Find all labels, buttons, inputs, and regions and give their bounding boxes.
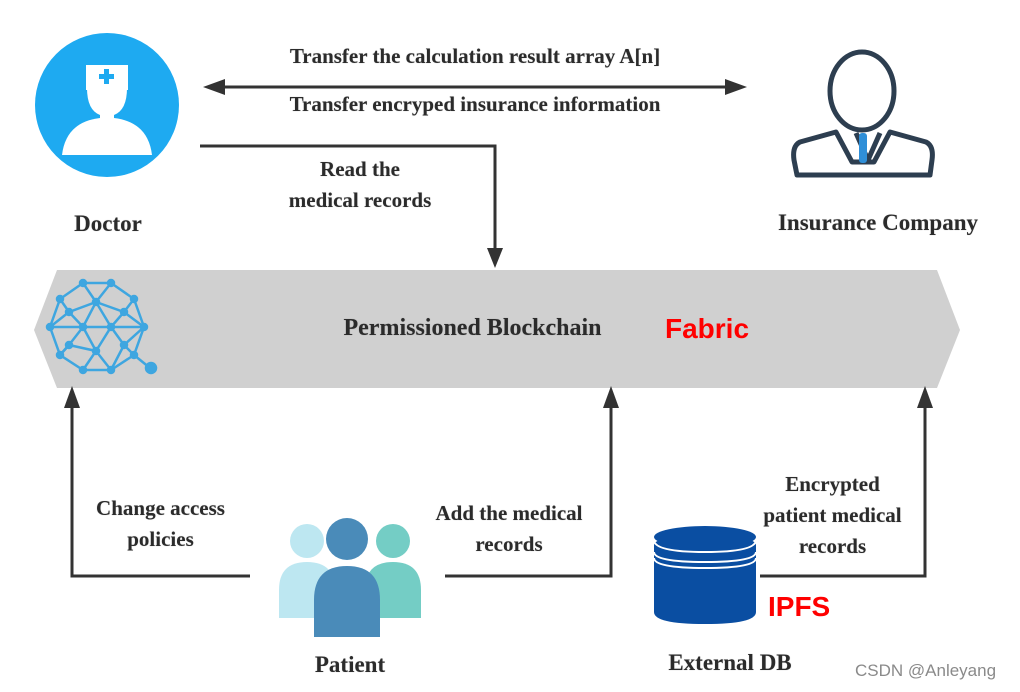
blockchain-network-icon [45,278,158,375]
encrypted-records-arrow [760,386,933,578]
transfer-insurance-label: Transfer encryped insurance information [289,92,661,116]
change-access-arrow [64,386,250,578]
doctor-icon [35,33,179,177]
insurance-company-label: Insurance Company [777,210,978,235]
change-access-label: Change access policies [78,493,243,555]
read-records-label: Read the medical records [260,154,460,216]
fabric-tag: Fabric [665,313,750,344]
businessman-icon [791,49,935,178]
watermark: CSDN @Anleyang [855,661,997,680]
encrypted-records-line-2: patient medical [763,503,902,527]
change-access-line-2: policies [127,527,194,551]
add-records-label: Add the medical records [413,498,605,560]
add-records-line-2: records [475,532,543,556]
encrypted-records-line-1: Encrypted [785,472,880,496]
encrypted-records-line-3: records [798,534,867,558]
ipfs-tag: IPFS [768,591,831,622]
read-records-arrow [200,144,503,268]
add-records-line-1: Add the medical [435,501,583,525]
read-records-line-1: Read the [320,157,400,181]
external-db-label: External DB [668,650,792,675]
change-access-line-1: Change access [96,496,225,520]
transfer-double-arrow [203,79,747,95]
read-records-line-2: medical records [288,188,432,212]
doctor-label: Doctor [74,211,142,236]
patient-label: Patient [314,652,386,677]
encrypted-records-label: Encrypted patient medical records [745,469,920,562]
transfer-result-label: Transfer the calculation result array A[… [289,44,661,68]
patient-group-icon [279,518,421,637]
blockchain-band [34,270,960,388]
add-records-arrow [445,386,619,578]
blockchain-label: Permissioned Blockchain [343,315,602,341]
database-icon [653,526,757,624]
